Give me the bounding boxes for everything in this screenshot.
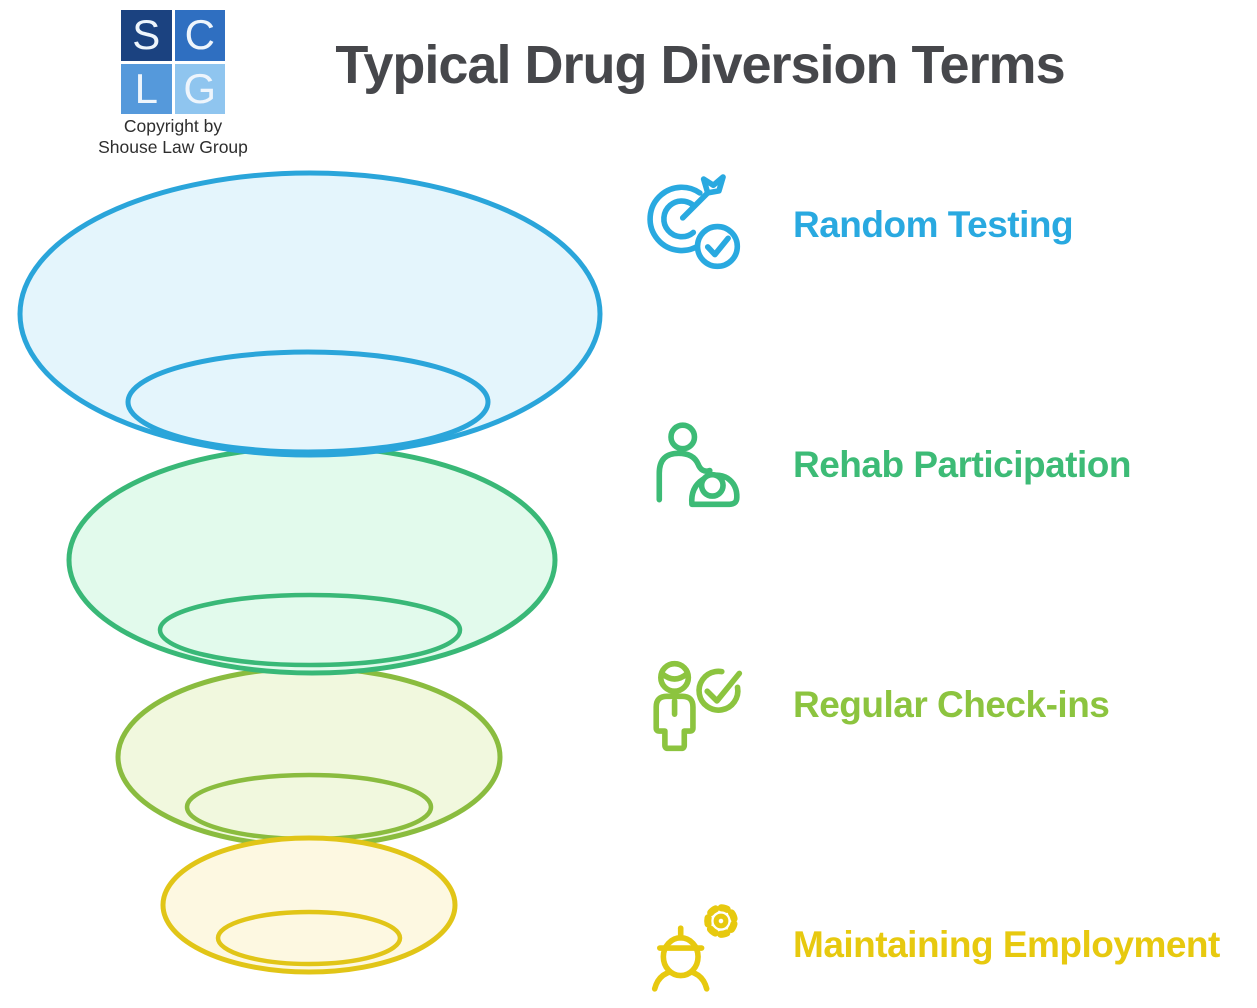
- sclg-logo-grid: S C L G: [121, 10, 225, 114]
- counseling-person-icon: [645, 414, 747, 516]
- legend-row-regular-check-ins: Regular Check-ins: [645, 643, 1257, 767]
- target-dart-check-icon: [645, 174, 747, 276]
- level-label-rehab-participation: Rehab Participation: [793, 444, 1131, 485]
- funnel-level-1-body: [17, 170, 603, 458]
- page-title: Typical Drug Diversion Terms: [335, 35, 1065, 95]
- funnel-level-3-body: [115, 665, 503, 849]
- funnel-level-4-body: [160, 835, 458, 975]
- legend-row-maintaining-employment: Maintaining Employment: [645, 883, 1257, 1007]
- logo-letter-c: C: [174, 10, 225, 61]
- worker-gear-icon: [645, 894, 747, 996]
- legend-row-random-testing: Random Testing: [645, 163, 1257, 287]
- legend-row-rehab-participation: Rehab Participation: [645, 403, 1257, 527]
- shouse-law-group-logo: S C L G Copyright by Shouse Law Group: [85, 10, 261, 159]
- logo-letter-s: S: [121, 10, 172, 61]
- level-label-random-testing: Random Testing: [793, 204, 1074, 245]
- copyright-line-1: Copyright by: [123, 116, 223, 136]
- copyright-line-2: Shouse Law Group: [98, 137, 248, 158]
- funnel-level-2-rim: [157, 592, 463, 668]
- funnel-level-1-rim: [125, 349, 491, 455]
- person-check-icon: [645, 654, 747, 756]
- level-label-maintaining-employment: Maintaining Employment: [793, 924, 1220, 965]
- funnel-graphic: [17, 170, 603, 975]
- logo-letter-l: L: [121, 63, 172, 114]
- funnel-level-4-rim: [215, 909, 403, 967]
- funnel-level-2-body: [66, 444, 558, 676]
- copyright-text: Copyright by Shouse Law Group: [85, 116, 261, 159]
- level-label-regular-check-ins: Regular Check-ins: [793, 684, 1110, 725]
- logo-letter-g: G: [174, 63, 225, 114]
